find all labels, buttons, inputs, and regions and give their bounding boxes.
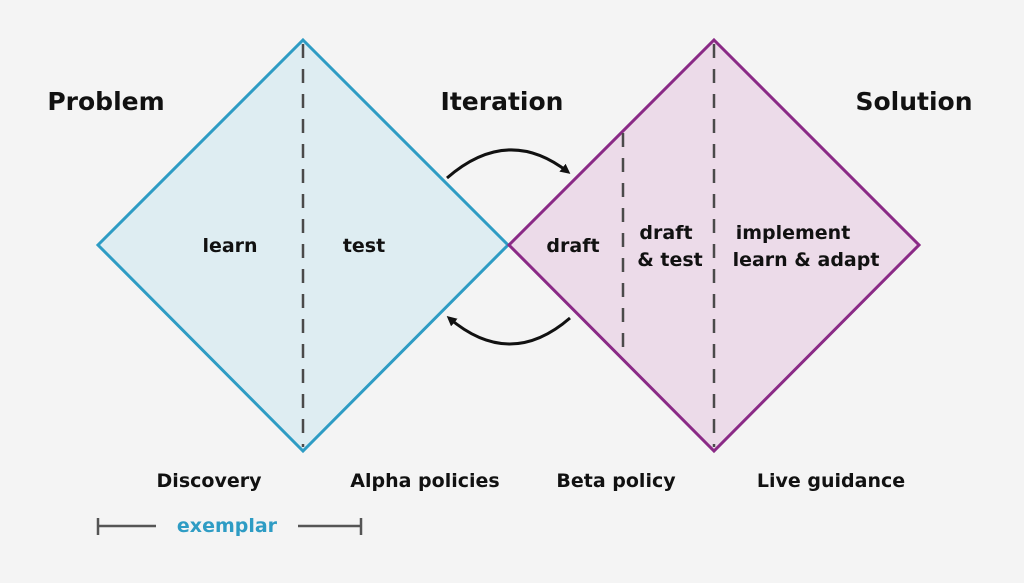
draft-test-label-line1: draft — [639, 222, 692, 244]
draft-label: draft — [546, 235, 599, 257]
draft-test-label-line2: & test — [637, 249, 703, 271]
problem-heading: Problem — [47, 87, 164, 116]
implement-label-line1: implement — [736, 222, 851, 244]
beta-label: Beta policy — [556, 470, 676, 492]
implement-label-line2: learn & adapt — [733, 249, 880, 271]
iteration-arrow-forward — [446, 148, 571, 180]
live-label: Live guidance — [757, 470, 905, 492]
iteration-arrow-back — [446, 316, 571, 346]
exemplar-bracket — [96, 518, 363, 535]
alpha-label: Alpha policies — [350, 470, 499, 492]
learn-label: learn — [202, 235, 257, 257]
discovery-label: Discovery — [157, 470, 263, 492]
test-label: test — [343, 235, 385, 257]
solution-heading: Solution — [855, 87, 972, 116]
exemplar-label: exemplar — [177, 515, 278, 537]
iteration-heading: Iteration — [441, 87, 564, 116]
